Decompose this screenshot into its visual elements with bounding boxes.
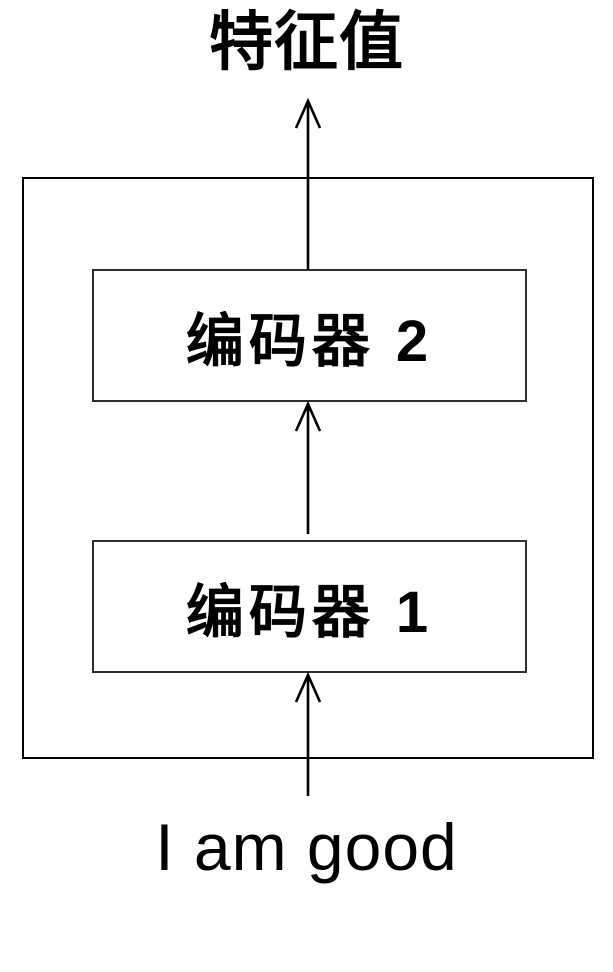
encoder-2-label: 编码器 2 xyxy=(185,308,434,374)
encoder-2-box: 编码器 2 xyxy=(92,269,527,402)
encoder-1-label: 编码器 1 xyxy=(185,579,434,645)
input-label: I am good xyxy=(155,810,458,884)
encoder-1-box: 编码器 1 xyxy=(92,540,527,673)
output-label: 特征值 xyxy=(209,6,404,78)
